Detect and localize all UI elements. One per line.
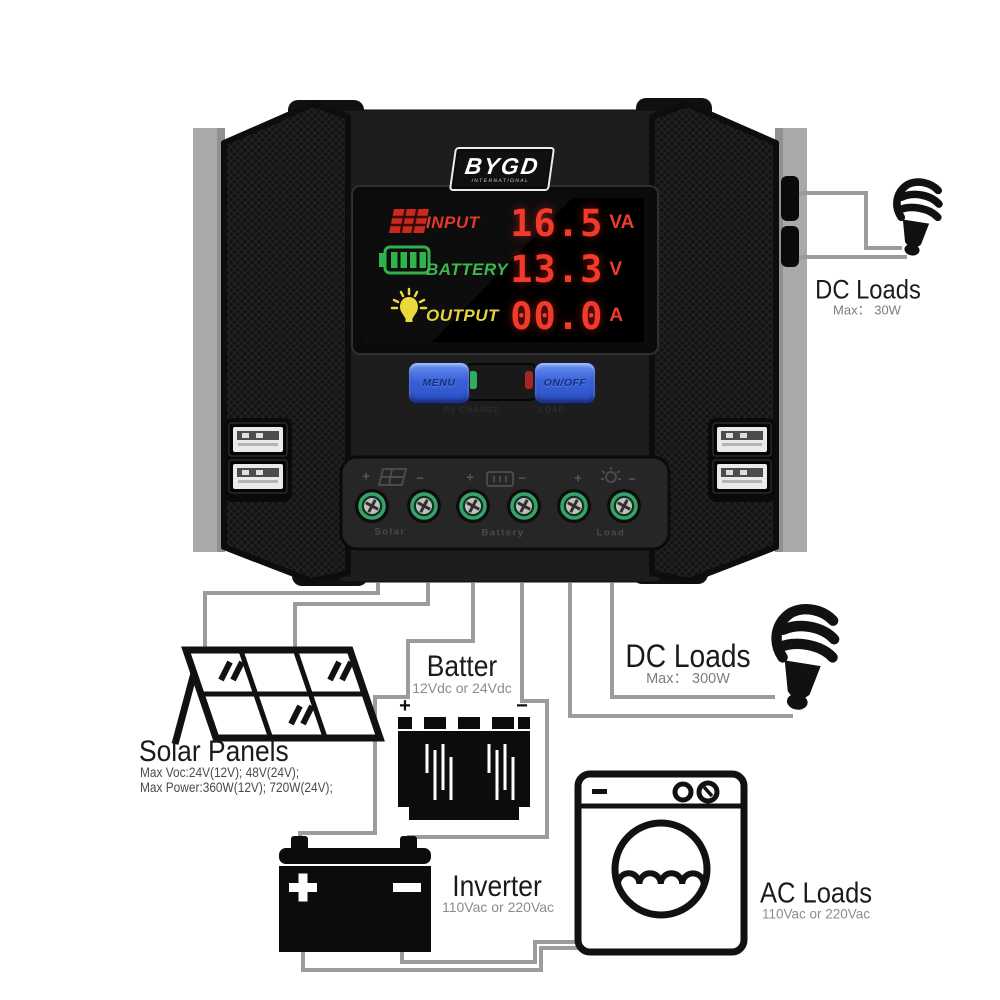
terminal-label-battery: Battery (481, 527, 525, 539)
charge-led-green (469, 371, 477, 389)
panel-emboss-right: LOAD (538, 405, 566, 415)
usb-port-icon (712, 422, 772, 457)
menu-button: MENU (408, 362, 470, 404)
lcd-input-value: 16.5 (510, 201, 604, 245)
mini-solar-icon (377, 468, 408, 486)
terminal-block (339, 455, 671, 551)
load-led-red (525, 371, 533, 389)
lcd-row-battery: BATTERY 13.3 V (368, 247, 644, 294)
terminal-screw (353, 487, 391, 525)
polarity-mark: + (574, 470, 582, 486)
inverter-subtitle: 110Vac or 220Vac (441, 899, 555, 915)
terminal-screw (454, 487, 492, 525)
terminal-label-load: Load (596, 527, 626, 539)
terminal-screw (405, 487, 443, 525)
panel-emboss-left: PV CHARGE (443, 405, 501, 415)
status-led-block (466, 363, 536, 401)
washing-machine-icon (574, 770, 748, 956)
lamp-icon (390, 287, 428, 322)
lcd-battery-label: BATTERY (426, 259, 509, 279)
battery-subtitle: 12Vdc or 24Vdc (412, 680, 512, 696)
usb-port-icon (228, 459, 288, 494)
inverter-plus-icon (289, 873, 317, 902)
ac-loads-title: AC Loads (759, 877, 873, 910)
usb-port-icon (712, 459, 772, 494)
lcd-output-label: OUTPUT (426, 306, 499, 326)
dc-loads-top-max: Max： 30W (833, 302, 901, 318)
wire-load-plus (568, 583, 793, 718)
right-wing (649, 101, 779, 584)
lcd-battery-value: 13.3 (510, 248, 604, 292)
lcd-row-output: OUTPUT 00.0 A (368, 293, 644, 340)
dc-loads-mid-max: Max： 300W (646, 670, 730, 687)
battery-gauge-icon (379, 245, 431, 275)
solar-panels-icon (171, 646, 385, 745)
wire-battery-plus (298, 583, 475, 846)
brand-logo: BYGD INTERNATIONAL (448, 147, 556, 191)
battery-icon-large (398, 717, 530, 820)
brand-name: BYGD (463, 152, 542, 179)
solar-grid-icon (389, 208, 429, 234)
solar-panels-title: Solar Panels (139, 735, 289, 768)
polarity-mark: − (518, 470, 526, 486)
lcd-row-input: INPUT 16.5 VA (368, 200, 644, 247)
polarity-mark: − (416, 470, 424, 486)
polarity-mark: + (362, 468, 370, 484)
terminal-label-solar: Solar (374, 526, 406, 538)
terminal-screw (605, 487, 643, 525)
lcd-output-unit: A (609, 305, 624, 327)
dc-loads-mid-title: DC Loads (625, 638, 751, 674)
solar-panels-spec-2: Max Power:360W(12V); 720W(24V); (140, 780, 333, 795)
wire-solar-minus (293, 583, 430, 649)
wire-load-minus (610, 583, 775, 699)
mini-lamp-icon (601, 467, 621, 483)
lcd-input-label: INPUT (426, 213, 480, 233)
dc-loads-top-title: DC Loads (815, 274, 921, 305)
inverter-title: Inverter (452, 870, 542, 903)
battery-plus-mark: + (399, 695, 411, 717)
connection-wires (203, 191, 907, 972)
lcd-readout: INPUT 16.5 VA BATTERY 13.3 V OUTPUT 00.0… (368, 200, 644, 340)
inverter-minus-icon (393, 883, 421, 892)
left-wing (221, 101, 351, 584)
wire-solar-plus (203, 583, 380, 649)
solar-panels-spec-1: Max Voc:24V(12V); 48V(24V); (140, 765, 300, 780)
cfl-bulb-icon-mid (766, 605, 840, 714)
polarity-mark: − (628, 471, 636, 487)
terminal-screw (555, 487, 593, 525)
side-dc-ports (781, 176, 799, 267)
usb-port-icon (228, 422, 288, 457)
onoff-button-label: ON/OFF (543, 377, 587, 389)
inverter-icon (279, 836, 431, 952)
lcd-input-unit: VA (609, 212, 635, 234)
mini-battery-icon (486, 471, 514, 487)
terminal-screw (505, 487, 543, 525)
wire-ac-2 (301, 946, 578, 972)
wire-dc30-1 (799, 191, 902, 250)
lcd-output-value: 00.0 (510, 294, 604, 338)
wire-ac-1 (400, 940, 578, 964)
polarity-mark: + (466, 469, 474, 485)
menu-button-label: MENU (422, 377, 456, 389)
onoff-button: ON/OFF (534, 362, 596, 404)
lcd-battery-unit: V (609, 258, 623, 280)
charge-controller-device (193, 98, 807, 586)
battery-title: Batter (426, 650, 498, 683)
battery-minus-mark: − (516, 695, 528, 717)
ac-loads-subtitle: 110Vac or 220Vac (761, 906, 871, 922)
lcd-display (351, 185, 659, 355)
brand-subtitle: INTERNATIONAL (471, 177, 530, 184)
